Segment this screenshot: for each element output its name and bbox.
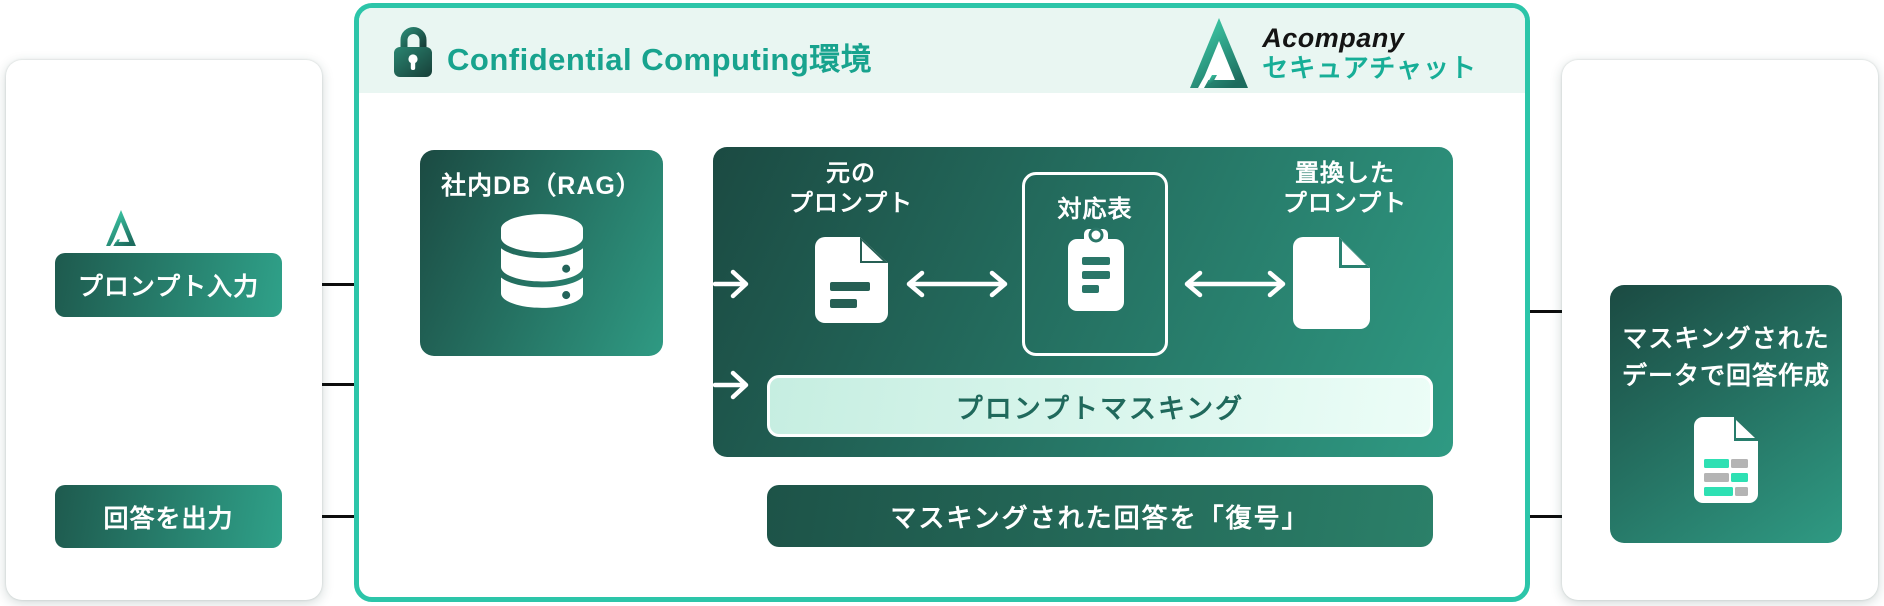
masked-answer-line1: マスキングされた: [1622, 325, 1830, 353]
confidential-computing-panel: Confidential Computing環境: [354, 3, 1530, 602]
prompt-input-label: プロンプト入力: [77, 273, 260, 301]
document-blank-icon: [1293, 237, 1370, 329]
internal-db-box: 社内DB（RAG）: [420, 150, 663, 356]
brand-name: Acompany: [1262, 22, 1405, 53]
center-header: Confidential Computing環境: [359, 8, 1525, 93]
connector-line-to-answer-box: [1506, 310, 1586, 313]
prompt-input-node: プロンプト入力: [55, 253, 282, 317]
acompany-logo-icon: [1190, 18, 1249, 88]
answer-output-label: 回答を出力: [103, 504, 234, 533]
document-masked-lines-icon: [1694, 417, 1758, 503]
decrypt-answer-bar: マスキングされた回答を「復号」: [767, 485, 1433, 547]
lock-icon: [393, 24, 433, 78]
llm-panel: マスキングされた データで回答作成: [1562, 60, 1878, 600]
masked-answer-line2: データで回答作成: [1621, 362, 1830, 390]
clipboard-icon: [1067, 227, 1125, 315]
masked-answer-box: マスキングされた データで回答作成: [1610, 285, 1842, 543]
original-prompt-label: 元の プロンプト: [788, 160, 914, 217]
connector-line-masking-input: [298, 383, 374, 386]
answer-output-node: 回答を出力: [55, 485, 282, 548]
connector-line-answer-output: [298, 515, 374, 518]
mapping-table-label: 対応表: [1057, 196, 1133, 223]
brand-product: セキュアチャット: [1262, 52, 1477, 83]
arrow-right-icon: [713, 369, 751, 401]
prompt-masking-bar: プロンプトマスキング: [767, 375, 1433, 437]
internal-db-label: 社内DB（RAG）: [441, 172, 642, 200]
user-panel: プロンプト入力 回答を出力: [6, 60, 322, 600]
connector-line-from-answer-box: [1506, 515, 1586, 518]
connector-line-prompt-input: [298, 283, 374, 286]
database-icon: [500, 214, 583, 308]
acompany-logo-icon: [106, 210, 136, 246]
arrow-right-icon: [713, 268, 751, 300]
decrypt-answer-label: マスキングされた回答を「復号」: [890, 502, 1310, 533]
replaced-prompt-label: 置換した プロンプト: [1282, 160, 1408, 217]
prompt-masking-label: プロンプトマスキング: [955, 393, 1245, 424]
brand-group: Acompany セキュアチャット: [1190, 18, 1477, 88]
arrow-both-icon: [1183, 269, 1287, 299]
center-title: Confidential Computing環境: [447, 42, 873, 77]
document-lines-icon: [815, 237, 888, 323]
masking-flow-box: 元の プロンプト 対応表: [713, 147, 1453, 457]
mapping-table-box: 対応表: [1022, 172, 1168, 356]
arrow-both-icon: [905, 269, 1009, 299]
